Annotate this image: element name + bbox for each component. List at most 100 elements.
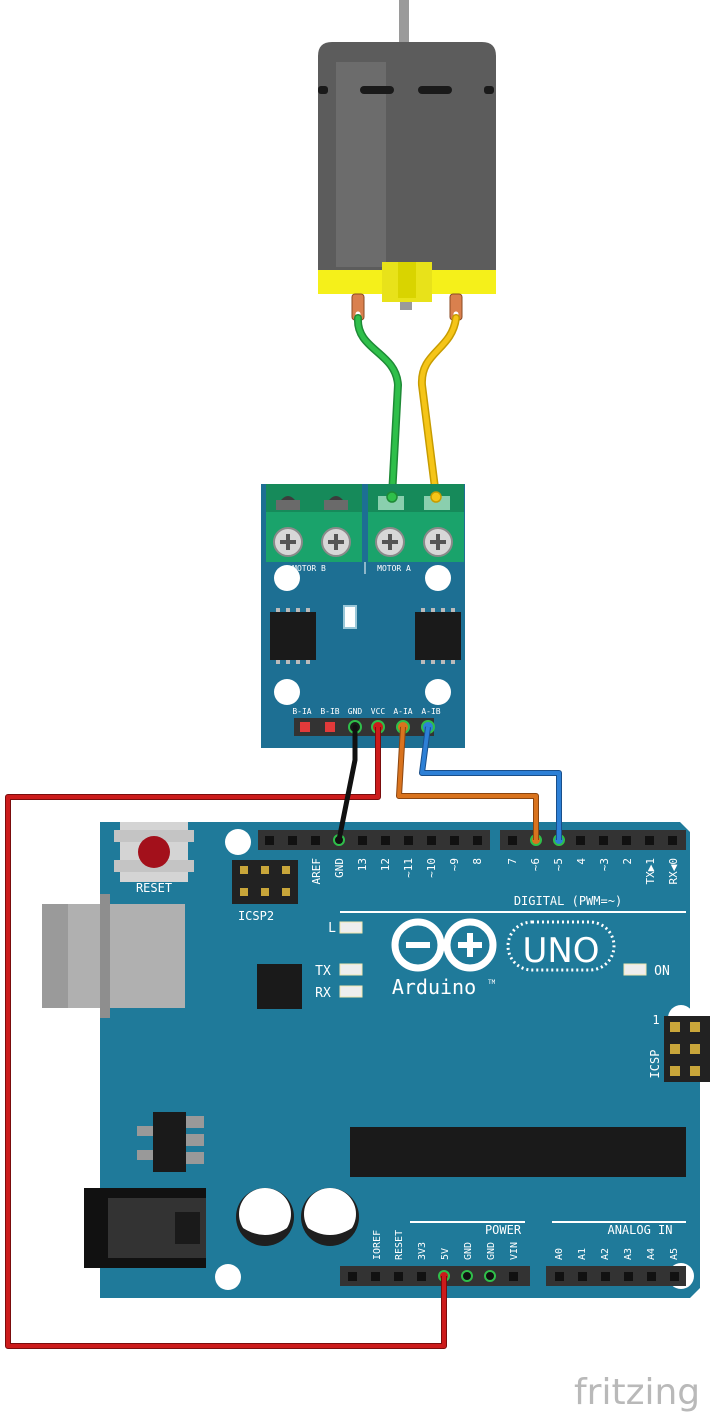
motor-driver-board: MOTOR B MOTOR A B-IA B-IB GND VCC A-IA A…: [261, 484, 465, 748]
led-rx: [339, 985, 363, 998]
terminal-clamp: [276, 500, 300, 510]
reset-label: RESET: [136, 881, 172, 895]
header-label: 12: [379, 858, 392, 871]
power-pin-label: GND: [486, 1242, 497, 1260]
header-label: TX▶1: [644, 858, 657, 885]
mounting-hole: [215, 1264, 241, 1290]
terminal-screw: [423, 527, 453, 557]
icsp2-label: ICSP2: [238, 909, 274, 923]
logo-minus: [406, 942, 430, 948]
power-jack-slot: [175, 1212, 200, 1244]
analog-header: [546, 1266, 686, 1286]
capacitor: [236, 1188, 294, 1246]
driver-pin-label: B-IB: [320, 707, 339, 716]
pin-b-ia[interactable]: [300, 722, 310, 732]
logo-uno-text: UNO: [522, 931, 599, 971]
analog-in-label: ANALOG IN: [607, 1223, 672, 1237]
header-label: 8: [471, 858, 484, 865]
header-label: ~10: [425, 858, 438, 878]
analog-pin-label: A3: [623, 1248, 634, 1260]
motor-highlight: [336, 62, 386, 267]
header-label: AREF: [310, 858, 323, 885]
mounting-hole: [425, 565, 451, 591]
header-label: 13: [356, 858, 369, 871]
logo-plus-v: [467, 933, 473, 957]
driver-pin-label: GND: [348, 707, 363, 716]
terminal-clamp: [424, 496, 450, 510]
analog-pin-label: A4: [646, 1248, 657, 1260]
header-label: 2: [621, 858, 634, 865]
logo-infinity-right: [443, 918, 497, 972]
logo-infinity-left: [391, 918, 445, 972]
wire-orange-a-ia: [397, 726, 538, 840]
header-label: RX◀0: [667, 858, 680, 885]
icsp-pin1-label: 1: [652, 1013, 659, 1027]
wire-red-vcc: [6, 727, 446, 1348]
analog-pin-label: A0: [554, 1248, 565, 1260]
wire-yellow-motor-core: [419, 315, 459, 499]
driver-pin-header: [294, 718, 434, 736]
wire-black-gnd: [336, 724, 358, 843]
power-pin-label: VIN: [509, 1242, 520, 1260]
terminal-clamp: [378, 496, 404, 510]
terminal-screw: [375, 527, 405, 557]
led-on: [623, 963, 647, 976]
logo-tm: TM: [488, 979, 496, 986]
motor-shaft: [399, 0, 409, 44]
header-label: 4: [575, 858, 588, 865]
dc-motor: [318, 0, 496, 321]
motor-vent: [418, 86, 452, 94]
usb-chip: [257, 964, 302, 1009]
led-l-label: L: [328, 921, 336, 936]
digital-header-pins: [265, 836, 677, 845]
reset-button[interactable]: [138, 836, 170, 868]
bottom-header-pins: [348, 1272, 679, 1281]
terminal-wire-end: [430, 491, 442, 503]
pin-b-ib[interactable]: [325, 722, 335, 732]
arduino-pin-gnd-2[interactable]: [461, 1270, 473, 1282]
icsp-header: [664, 1016, 710, 1082]
terminal-clamp: [324, 500, 348, 510]
mounting-hole: [225, 829, 251, 855]
motor-vent: [360, 86, 394, 94]
wire-blue-a-ib: [420, 726, 561, 840]
driver-pin-label: A-IB: [421, 707, 440, 716]
logo-uno-badge: [506, 920, 616, 972]
header-label: ~9: [448, 858, 461, 871]
motor-vent: [318, 86, 328, 94]
led-rx-label: RX: [315, 986, 331, 1001]
terminal-wire-end: [386, 491, 398, 503]
arduino-pin-gnd-3[interactable]: [484, 1270, 496, 1282]
motor-b-label: MOTOR B: [292, 564, 326, 573]
power-pin-label: 5V: [440, 1248, 451, 1260]
motor-rear-shaft: [400, 302, 412, 310]
led-on-label: ON: [654, 964, 670, 979]
driver-pin-label: VCC: [371, 707, 386, 716]
header-label: ~6: [529, 858, 542, 871]
capacitor: [301, 1188, 359, 1246]
power-pin-label: IOREF: [372, 1230, 383, 1260]
top-header-labels: AREF GND 13 12 ~11 ~10 ~9 8 7 ~6 ~5 4 ~3…: [310, 858, 680, 885]
header-label: ~11: [402, 858, 415, 878]
driver-pin-label: B-IA: [292, 707, 311, 716]
driver-pin-label: A-IA: [393, 707, 412, 716]
power-led: [343, 605, 357, 629]
power-pin-labels: IOREF RESET 3V3 5V GND GND VIN: [372, 1230, 520, 1260]
analog-pin-label: A1: [577, 1248, 588, 1260]
mounting-hole: [274, 679, 300, 705]
microcontroller: [350, 1127, 686, 1177]
mounting-hole: [274, 565, 300, 591]
led-tx: [339, 963, 363, 976]
motor-vent: [484, 86, 494, 94]
analog-pin-label: A5: [669, 1248, 680, 1260]
power-header: [340, 1266, 530, 1286]
led-tx-label: TX: [315, 964, 331, 979]
led-l: [339, 921, 363, 934]
terminal-screw: [273, 527, 303, 557]
power-pin-label: GND: [463, 1242, 474, 1260]
arduino-logo: UNO Arduino TM: [391, 918, 616, 999]
mounting-hole: [425, 679, 451, 705]
terminal-screw: [321, 527, 351, 557]
power-pin-label: 3V3: [417, 1242, 428, 1260]
